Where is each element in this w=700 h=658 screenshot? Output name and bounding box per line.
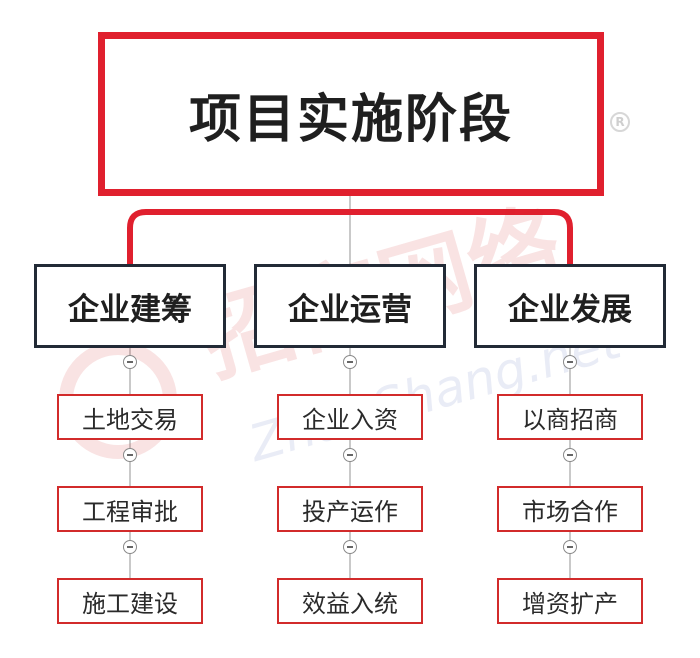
collapse-toggle-icon[interactable] (563, 448, 577, 462)
collapse-toggle-icon[interactable] (343, 355, 357, 369)
collapse-toggle-icon[interactable] (123, 540, 137, 554)
leaf-node[interactable]: 工程审批 (57, 486, 203, 532)
collapse-toggle-icon[interactable] (343, 448, 357, 462)
registered-trademark-icon: R (610, 112, 630, 132)
collapse-toggle-icon[interactable] (123, 355, 137, 369)
collapse-toggle-icon[interactable] (123, 448, 137, 462)
leaf-node[interactable]: 增资扩产 (497, 578, 643, 624)
collapse-toggle-icon[interactable] (563, 540, 577, 554)
root-node-title[interactable]: 项目实施阶段 (98, 32, 604, 196)
leaf-node[interactable]: 施工建设 (57, 578, 203, 624)
branch-node-2[interactable]: 企业运营 (254, 264, 446, 348)
branch-node-1[interactable]: 企业建筹 (34, 264, 226, 348)
collapse-toggle-icon[interactable] (563, 355, 577, 369)
branch-node-3[interactable]: 企业发展 (474, 264, 666, 348)
collapse-toggle-icon[interactable] (343, 540, 357, 554)
leaf-node[interactable]: 市场合作 (497, 486, 643, 532)
leaf-node[interactable]: 效益入统 (277, 578, 423, 624)
leaf-node[interactable]: 土地交易 (57, 394, 203, 440)
leaf-node[interactable]: 以商招商 (497, 394, 643, 440)
root-branch-connector (127, 209, 573, 264)
leaf-node[interactable]: 企业入资 (277, 394, 423, 440)
leaf-node[interactable]: 投产运作 (277, 486, 423, 532)
